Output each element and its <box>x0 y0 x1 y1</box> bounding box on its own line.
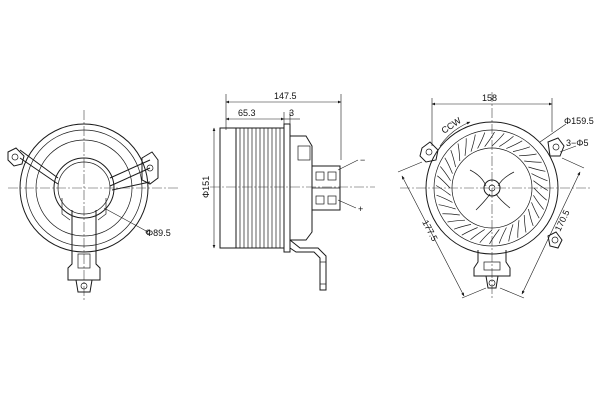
fan-blade <box>444 157 453 174</box>
fan-blade <box>436 194 453 203</box>
fan-blade <box>506 140 523 149</box>
fan-blade <box>440 166 451 181</box>
fan-blade <box>531 173 548 182</box>
fan-blade <box>464 138 467 156</box>
fan-blade <box>533 195 544 210</box>
fan-blade <box>470 134 476 152</box>
fan-blade <box>461 227 478 236</box>
rear-diameter-label: Φ159.5 <box>564 116 594 126</box>
rear-span-width-label: 158 <box>482 93 497 103</box>
fan-blade <box>477 132 486 149</box>
fan-blade <box>524 160 542 163</box>
rear-left-diagonal-label: 177.5 <box>420 218 439 243</box>
fan-blade <box>518 153 537 157</box>
rear-rotation-label: CCW <box>440 115 464 136</box>
side-view: 147.5 65.3 3 Φ151 <box>201 91 375 291</box>
front-view: Φ89.5 <box>7 110 178 300</box>
side-terminal-positive: + <box>358 204 363 214</box>
fan-blade <box>531 202 540 219</box>
fan-blade <box>528 166 546 172</box>
fan-blade <box>512 146 531 152</box>
rear-right-diagonal-label: 170.5 <box>553 208 572 233</box>
side-flange-gap-label: 3 <box>289 108 294 118</box>
fan-blade <box>499 136 514 147</box>
rear-view: 158 CCW Φ159.5 3−Φ5 <box>397 92 594 300</box>
fan-blade <box>453 224 472 230</box>
fan-blade <box>457 143 461 162</box>
fan-blade <box>498 227 507 244</box>
fan-blade <box>533 187 547 201</box>
side-motor-width-label: 65.3 <box>238 108 256 118</box>
fan-blade <box>528 208 534 227</box>
fan-blade <box>435 185 451 196</box>
side-overall-width-label: 147.5 <box>274 91 297 101</box>
fan-blade <box>484 131 495 147</box>
fan-blade <box>508 224 514 242</box>
side-diameter-label: Φ151 <box>201 176 211 198</box>
fan-blade <box>533 180 549 191</box>
fan-blade <box>450 149 456 168</box>
fan-blade <box>491 133 505 147</box>
fan-blade <box>479 229 493 243</box>
front-diameter-label: Φ89.5 <box>146 228 171 238</box>
fan-blade <box>489 229 500 245</box>
fan-blade <box>517 220 520 238</box>
fan-blade <box>447 219 466 223</box>
side-terminal-negative: − <box>360 155 365 165</box>
fan-blade <box>523 214 527 233</box>
fan-blade <box>438 204 456 210</box>
fan-blade <box>437 175 451 189</box>
fan-blade <box>442 213 460 216</box>
fan-blade <box>470 229 485 240</box>
rear-hole-label: 3−Φ5 <box>566 138 588 148</box>
